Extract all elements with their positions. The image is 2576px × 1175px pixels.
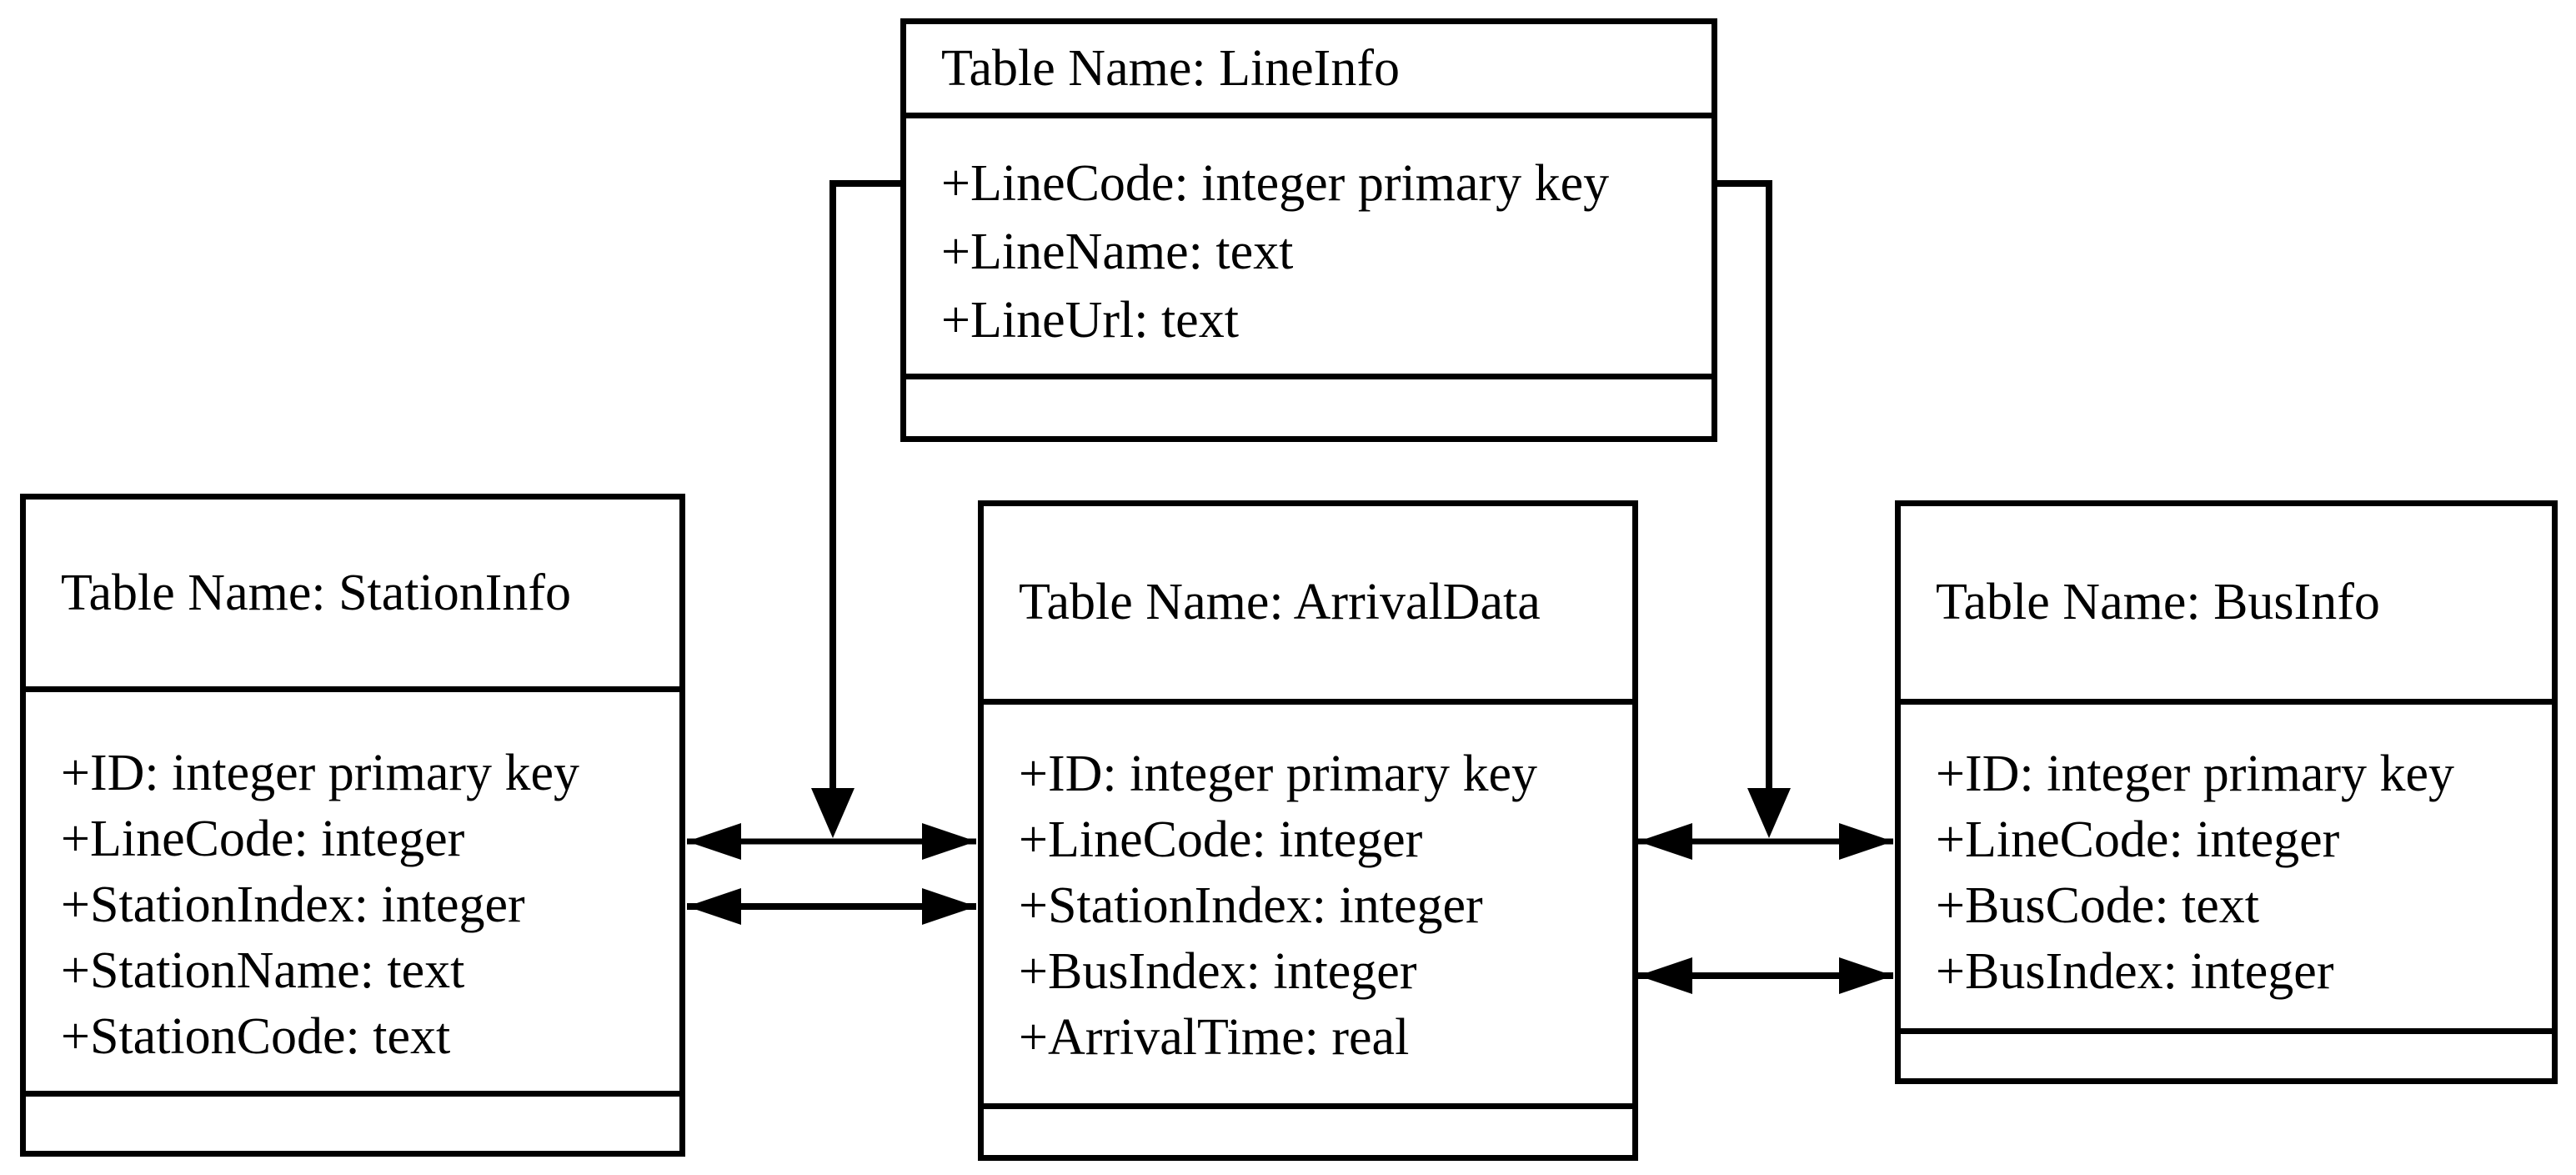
field-arrivaldata-id: +ID: integer primary key xyxy=(1019,746,1538,802)
field-businfo-id: +ID: integer primary key xyxy=(1936,746,2455,802)
field-stationinfo-stationcode: +StationCode: text xyxy=(61,1008,451,1065)
right-arrowhead-icon xyxy=(922,888,976,925)
connector-lineinfo-left-down-arrow xyxy=(811,180,900,838)
right-arrowhead-icon xyxy=(922,823,976,860)
field-lineinfo-linecode: +LineCode: integer primary key xyxy=(941,155,1610,212)
table-arrivaldata: Table Name: ArrivalData +ID: integer pri… xyxy=(978,500,1638,1161)
left-arrowhead-icon xyxy=(1638,957,1692,994)
table-arrivaldata-footer xyxy=(984,1109,1632,1155)
table-businfo: Table Name: BusInfo +ID: integer primary… xyxy=(1895,500,2558,1084)
table-stationinfo-fields: +ID: integer primary key +LineCode: inte… xyxy=(26,692,679,1097)
right-arrowhead-icon xyxy=(1839,823,1893,860)
link-stationinfo-arrivaldata-stationindex xyxy=(687,888,976,925)
table-lineinfo: Table Name: LineInfo +LineCode: integer … xyxy=(900,18,1717,442)
field-lineinfo-lineurl: +LineUrl: text xyxy=(941,292,1239,349)
table-arrivaldata-fields: +ID: integer primary key +LineCode: inte… xyxy=(984,705,1632,1109)
left-arrowhead-icon xyxy=(687,888,741,925)
table-lineinfo-title: Table Name: LineInfo xyxy=(906,24,1711,118)
field-stationinfo-stationname: +StationName: text xyxy=(61,942,465,999)
field-stationinfo-linecode: +LineCode: integer xyxy=(61,811,465,867)
table-businfo-title: Table Name: BusInfo xyxy=(1901,506,2552,705)
field-arrivaldata-linecode: +LineCode: integer xyxy=(1019,811,1423,868)
field-businfo-buscode: +BusCode: text xyxy=(1936,877,2260,934)
connector-lineinfo-right-down-arrow xyxy=(1717,180,1791,838)
field-stationinfo-stationindex: +StationIndex: integer xyxy=(61,876,525,933)
field-lineinfo-linename: +LineName: text xyxy=(941,223,1294,280)
link-arrivaldata-businfo-linecode xyxy=(1638,823,1893,860)
left-arrowhead-icon xyxy=(1638,823,1692,860)
table-lineinfo-footer xyxy=(906,379,1711,436)
field-businfo-busindex: +BusIndex: integer xyxy=(1936,943,2334,1000)
table-lineinfo-fields: +LineCode: integer primary key +LineName… xyxy=(906,118,1711,379)
table-stationinfo: Table Name: StationInfo +ID: integer pri… xyxy=(20,494,685,1157)
field-businfo-linecode: +LineCode: integer xyxy=(1936,811,2340,868)
field-stationinfo-id: +ID: integer primary key xyxy=(61,745,580,801)
table-stationinfo-footer xyxy=(26,1097,679,1151)
down-arrowhead-icon xyxy=(811,788,854,838)
table-stationinfo-title: Table Name: StationInfo xyxy=(26,500,679,692)
right-arrowhead-icon xyxy=(1839,957,1893,994)
link-stationinfo-arrivaldata-linecode xyxy=(687,823,976,860)
field-arrivaldata-busindex: +BusIndex: integer xyxy=(1019,943,1417,1000)
table-businfo-fields: +ID: integer primary key +LineCode: inte… xyxy=(1901,705,2552,1034)
field-arrivaldata-arrivaltime: +ArrivalTime: real xyxy=(1019,1009,1410,1066)
field-arrivaldata-stationindex: +StationIndex: integer xyxy=(1019,877,1483,934)
table-arrivaldata-title: Table Name: ArrivalData xyxy=(984,506,1632,705)
link-arrivaldata-businfo-busindex xyxy=(1638,957,1893,994)
left-arrowhead-icon xyxy=(687,823,741,860)
down-arrowhead-icon xyxy=(1747,788,1791,838)
table-businfo-footer xyxy=(1901,1034,2552,1078)
